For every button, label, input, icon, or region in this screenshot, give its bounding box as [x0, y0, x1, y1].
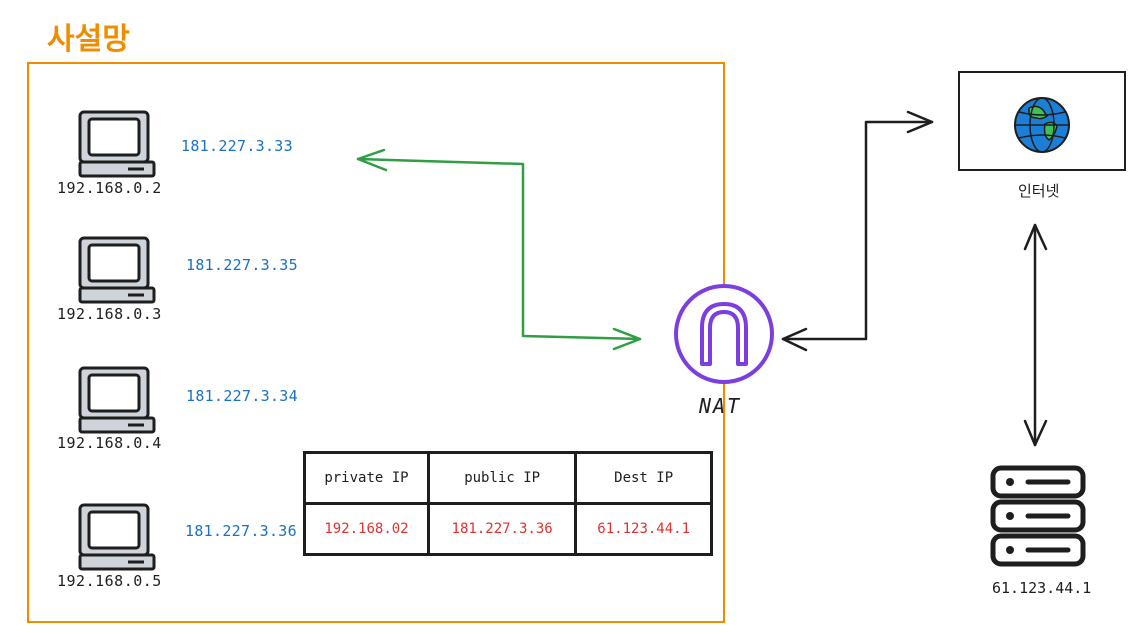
table-header-row: private IP public IP Dest IP	[303, 451, 713, 505]
internet-label: 인터넷	[1018, 182, 1060, 200]
host-private-ip: 192.168.0.4	[57, 434, 162, 452]
nat-label: NAT	[699, 394, 742, 418]
table-cell: 192.168.02	[303, 502, 430, 556]
host-private-ip: 192.168.0.3	[57, 305, 162, 323]
private-network-title: 사설망	[47, 22, 130, 57]
table-header-cell: private IP	[303, 451, 430, 505]
computer-icon	[78, 110, 156, 178]
table-cell: 61.123.44.1	[574, 502, 713, 556]
table-cell: 181.227.3.36	[426, 502, 578, 556]
nat-gateway-icon	[674, 284, 774, 384]
host-private-ip: 192.168.0.2	[57, 179, 162, 197]
nat-translation-table: private IP public IP Dest IP 192.168.02 …	[303, 451, 713, 556]
host-private-ip: 192.168.0.5	[57, 572, 162, 590]
computer-icon	[78, 366, 156, 434]
nat-internet-arrow	[781, 110, 934, 352]
table-header-cell: Dest IP	[574, 451, 713, 505]
server-icon	[990, 465, 1086, 567]
table-header-cell: public IP	[426, 451, 578, 505]
server-ip-label: 61.123.44.1	[992, 579, 1092, 597]
computer-icon	[78, 236, 156, 304]
internet-node	[958, 71, 1126, 171]
host-public-ip: 181.227.3.36	[185, 522, 297, 540]
host-public-ip: 181.227.3.34	[186, 387, 298, 405]
computer-icon	[78, 503, 156, 571]
internet-server-arrow	[1023, 223, 1048, 447]
host-public-ip: 181.227.3.35	[186, 256, 298, 274]
table-row: 192.168.02 181.227.3.36 61.123.44.1	[303, 502, 713, 556]
host-public-ip: 181.227.3.33	[181, 137, 293, 155]
globe-icon	[1014, 97, 1070, 153]
green-connection-arrow	[356, 148, 642, 351]
